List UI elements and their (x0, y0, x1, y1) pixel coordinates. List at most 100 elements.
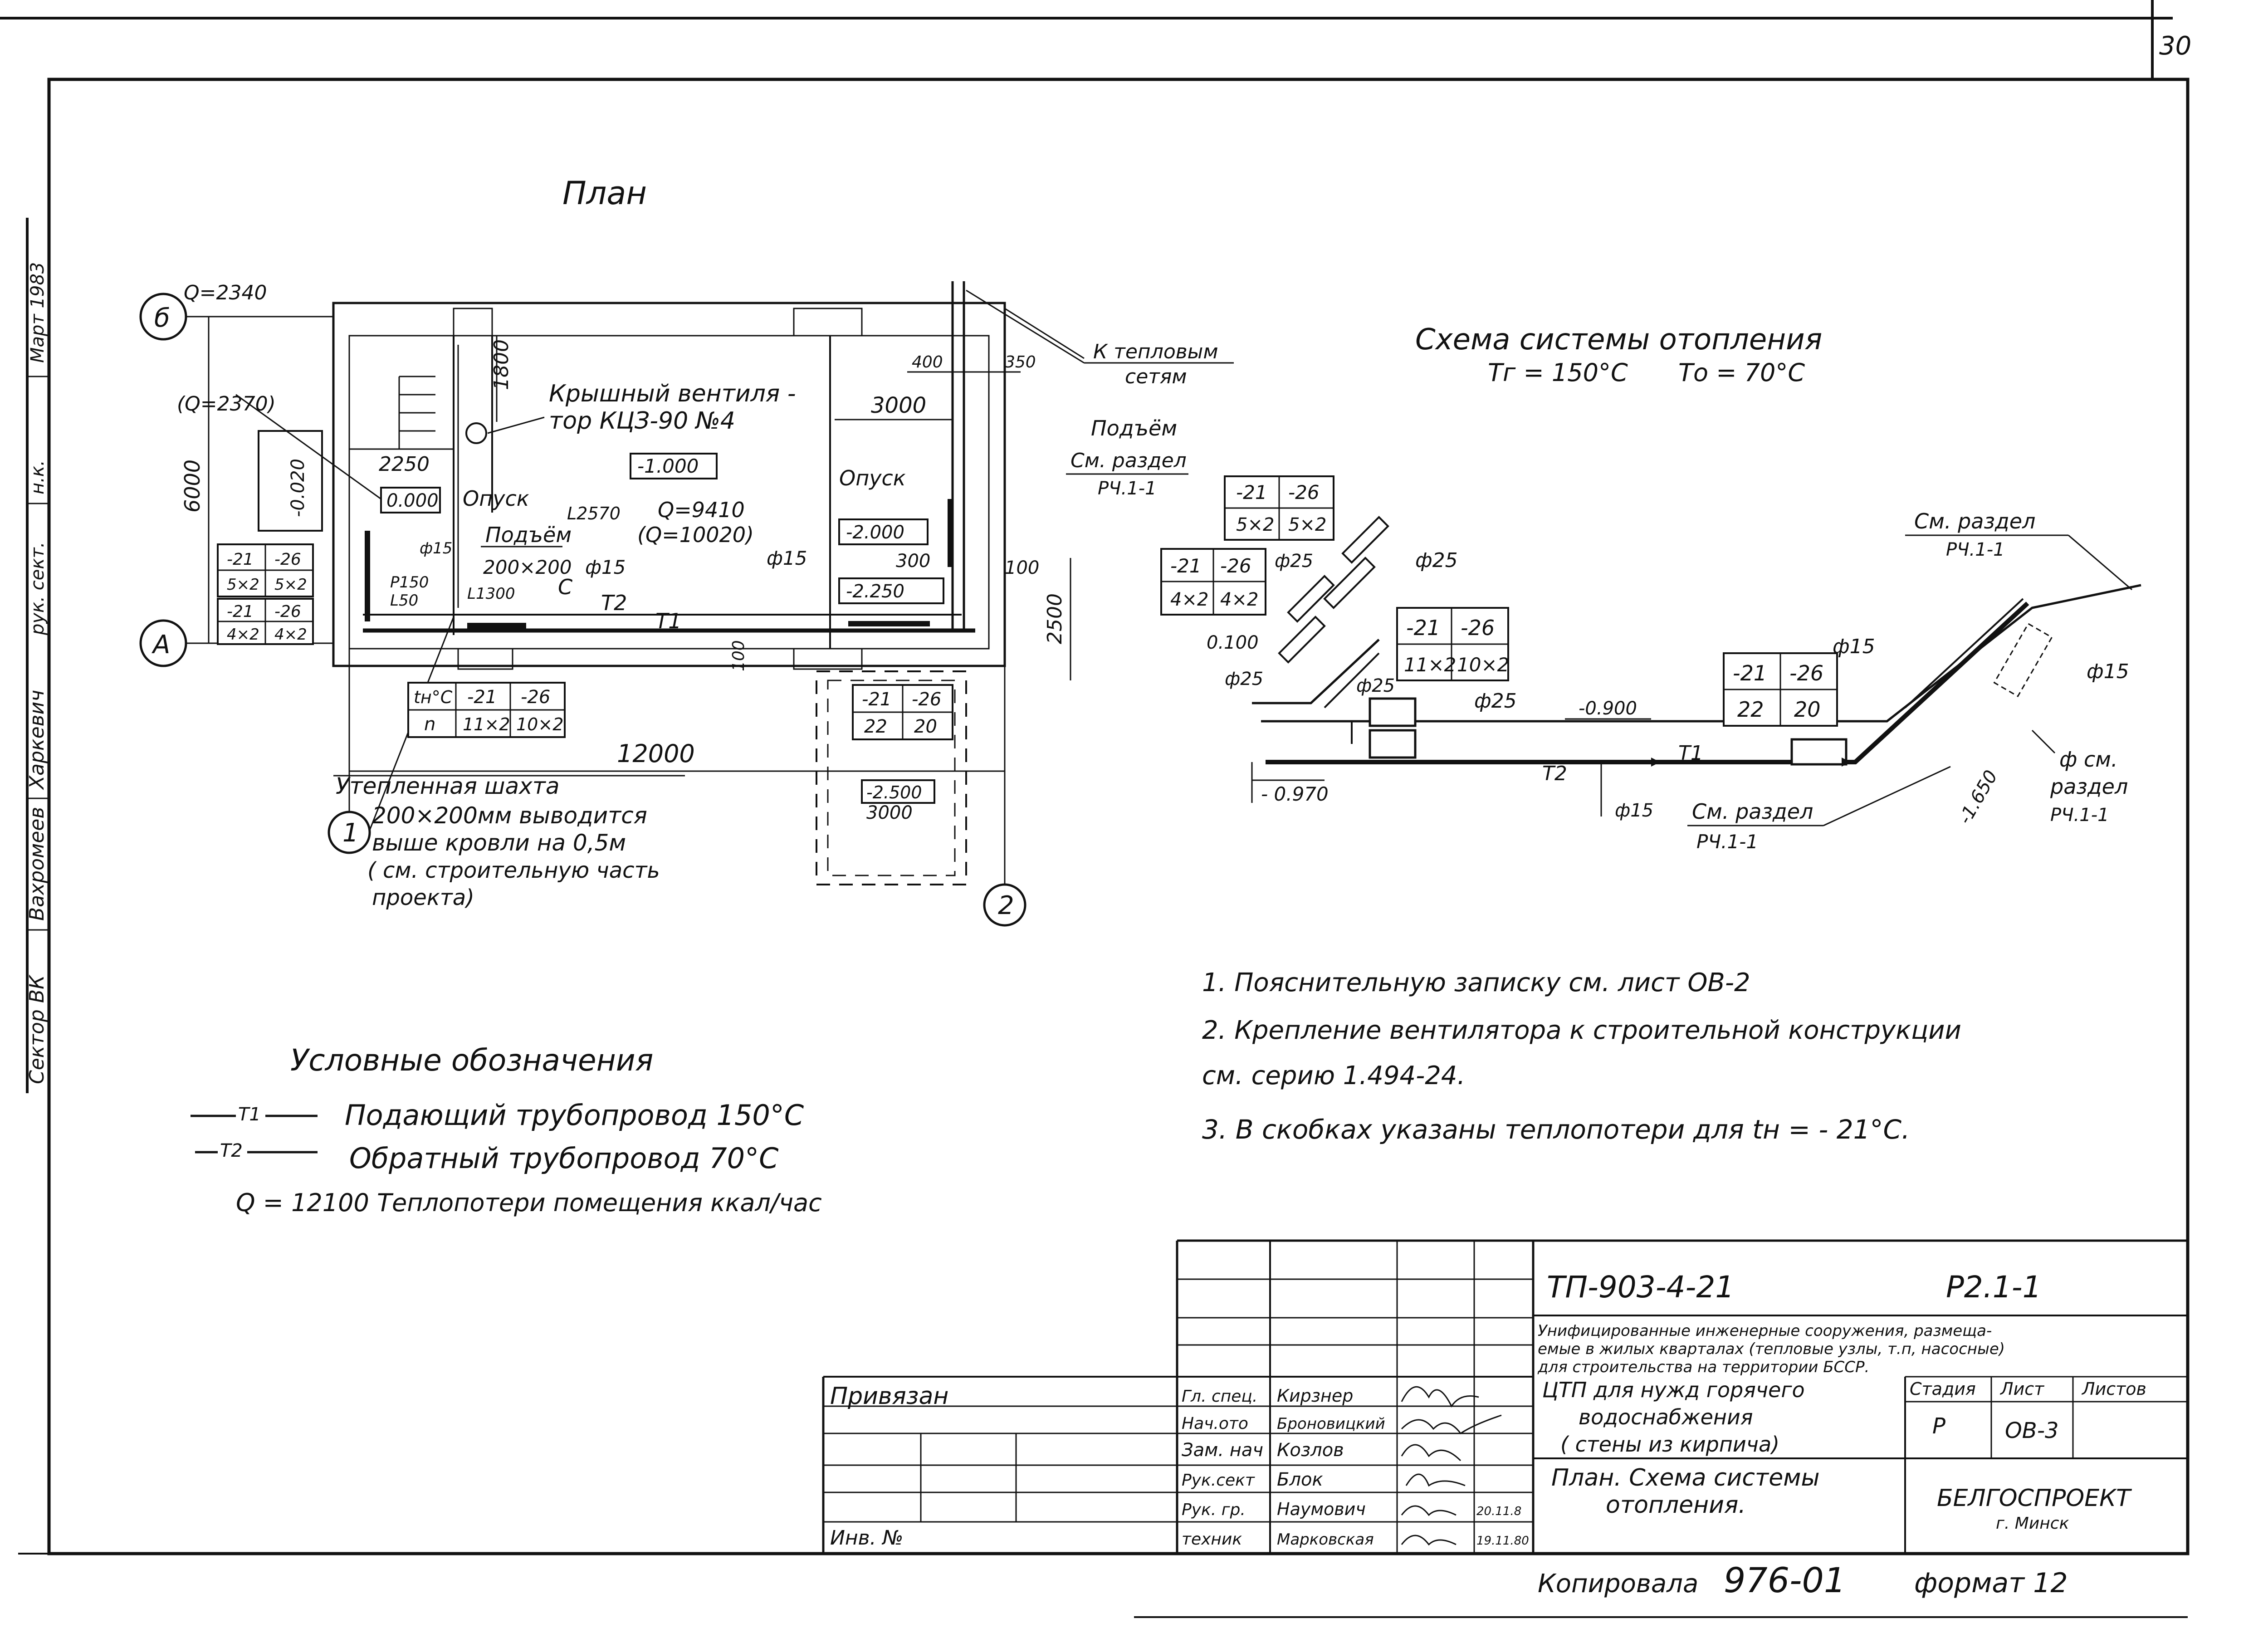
tb-desc-1: Унифицированные инженерные сооружения, р… (1538, 1322, 1992, 1340)
plan-l2570: L2570 (567, 504, 621, 523)
rad-t2-a: -21 (862, 689, 891, 710)
rad-t3-d: 5×2 (1288, 514, 1326, 535)
axis-1-label: 1 (342, 818, 359, 848)
plan-l1300: L1300 (467, 585, 515, 603)
dim-400: 400 (912, 353, 943, 372)
title-block: ТП-903-4-21 Р2.1-1 Унифицированные инжен… (822, 1239, 2188, 1554)
tb-role-1: Нач.ото (1182, 1414, 1248, 1433)
rad-t4-c: 4×2 (1170, 589, 1208, 610)
scheme-lvl-0100: 0.100 (1207, 632, 1259, 653)
tb-sheet-2: отопления. (1606, 1491, 1746, 1519)
scheme-phi25-a: ф25 (1415, 549, 1458, 572)
scheme-t2: Т2 (1542, 762, 1567, 785)
dim-1800: 1800 (490, 339, 513, 390)
tb-list: ОВ-3 (2005, 1418, 2059, 1443)
rad-t1-d: 4×2 (274, 626, 307, 644)
legend-t2-text: Обратный трубопровод 70°С (349, 1142, 779, 1175)
tb-desc-2: емые в жилых кварталах (тепловые узлы, т… (1538, 1340, 2005, 1358)
tn-v1: 11×2 (463, 714, 510, 734)
plan-phi15-b: ф15 (420, 539, 452, 557)
scheme-phi15-b: ф15 (1833, 635, 1875, 658)
tb-name-3: Блок (1277, 1469, 1323, 1490)
rad-t2-d: 20 (914, 716, 937, 737)
radiator-tables: -21 -26 5×2 5×2 -21 -26 4×2 4×2 -21 -26 … (217, 475, 1838, 740)
rad-t4-a: -21 (1170, 555, 1202, 577)
side-stamp-role2: н.к. (27, 460, 48, 494)
tb-obj-2: водоснабжения (1579, 1405, 1753, 1429)
tb-inv: Инв. № (830, 1526, 903, 1550)
scheme-phi25-c: ф25 (1225, 669, 1263, 689)
legend-t1-text: Подающий трубопровод 150°С (345, 1099, 804, 1132)
level-1000: -1.000 (637, 455, 699, 477)
dim-3000: 3000 (871, 393, 926, 418)
tb-name-0: Кирзнер (1277, 1386, 1353, 1406)
tb-role-5: техник (1182, 1530, 1242, 1549)
note-3: 3. В скобках указаны теплопотери для tн … (1202, 1114, 1910, 1145)
rad-t1-c: 4×2 (227, 626, 259, 644)
rad-t4-b: -26 (1220, 555, 1251, 577)
note-1: 1. Пояснительную записку см. лист ОВ-2 (1202, 968, 1750, 997)
side-stamp-name1: Вахромеев (25, 807, 49, 921)
tb-date-4: 20.11.8 (1476, 1505, 1521, 1518)
plan-drawing: План -0.020 (139, 175, 1234, 927)
dim-100b: 100 (729, 640, 748, 671)
rad-t5-c: 11×2 (1404, 654, 1456, 676)
legend-q-text: Q = 12100 Теплопотери помещения ккал/час (236, 1188, 822, 1217)
plan-t2: Т2 (601, 591, 627, 615)
legend-title: Условные обозначения (290, 1043, 653, 1078)
rad-t5-a: -21 (1406, 616, 1440, 640)
dim-12000: 12000 (617, 739, 695, 768)
plan-t1: Т1 (655, 609, 681, 633)
tn-v2: 10×2 (516, 714, 563, 734)
side-stamp-date: Март 1983 (27, 262, 48, 363)
scheme-sm-c: ф см. (2059, 747, 2118, 772)
scheme-phi15-a: ф15 (1615, 800, 1653, 821)
tb-name-2: Козлов (1277, 1440, 1344, 1461)
fan-label-1: Крышный вентиля - (549, 380, 796, 407)
plan-c-mark: С (558, 575, 572, 599)
rad-t6-b: -26 (1789, 661, 1823, 685)
notes: 1. Пояснительную записку см. лист ОВ-2 2… (1202, 968, 1961, 1145)
rad-t0-d: 5×2 (274, 576, 307, 594)
q-main: Q=9410 (658, 498, 745, 522)
rad-t0-b: -26 (274, 550, 301, 569)
scheme-sm-razdel: См. раздел (1914, 509, 2035, 533)
rad-t1-b: -26 (274, 602, 301, 621)
level-2250: -2.250 (846, 581, 904, 602)
tb-sheet-1: План. Схема системы (1551, 1464, 1820, 1491)
plan-p150: Р150 (390, 573, 429, 592)
scheme-phi25-e: ф25 (1474, 689, 1517, 713)
shaft-3: выше кровли на 0,5м (372, 830, 626, 856)
plan-phi15-c: ф15 (767, 547, 807, 569)
rad-t3-c: 5×2 (1236, 514, 1274, 535)
tb-stage-h: Стадия (1910, 1379, 1976, 1399)
fan-label-2: тор КЦЗ-90 №4 (549, 407, 735, 435)
tn-c2: -26 (521, 687, 550, 708)
tn-header: tн°С (414, 687, 453, 707)
rad-t2-b: -26 (912, 689, 941, 710)
axis-b-label: б (154, 303, 170, 333)
rad-t5-d: 10×2 (1457, 654, 1509, 676)
footer-format: формат 12 (1914, 1567, 2068, 1599)
dim-2250: 2250 (379, 453, 430, 476)
tb-desc-3: для строительства на территории БССР. (1537, 1358, 1869, 1376)
rad-t6-c: 22 (1737, 697, 1764, 722)
level-2500: -2.500 (866, 782, 922, 802)
tb-date-5: 19.11.80 (1476, 1534, 1529, 1548)
footer: Копировала 976-01 формат 12 (1538, 1560, 2068, 1600)
scheme-razdel: раздел (2050, 774, 2128, 799)
rad-t5-b: -26 (1461, 616, 1495, 640)
tb-obj-1: ЦТП для нужд горячего (1542, 1378, 1805, 1402)
scheme-rch: РЧ.1-1 (1946, 539, 2005, 560)
tb-privyazan: Привязан (830, 1383, 948, 1410)
scheme-lvl-1650: -1.650 (1955, 767, 2002, 828)
tb-obj-3: ( стены из кирпича) (1560, 1432, 1779, 1457)
plan-level-left: -0.020 (288, 459, 308, 517)
plan-title: План (562, 175, 647, 212)
scheme-phi15-c: ф15 (2087, 660, 2129, 683)
tb-lists-h: Листов (2081, 1379, 2146, 1399)
tb-name-1: Броновицкий (1277, 1415, 1385, 1433)
rad-t0-c: 5×2 (227, 576, 259, 594)
footer-copied: Копировала (1538, 1569, 1698, 1599)
